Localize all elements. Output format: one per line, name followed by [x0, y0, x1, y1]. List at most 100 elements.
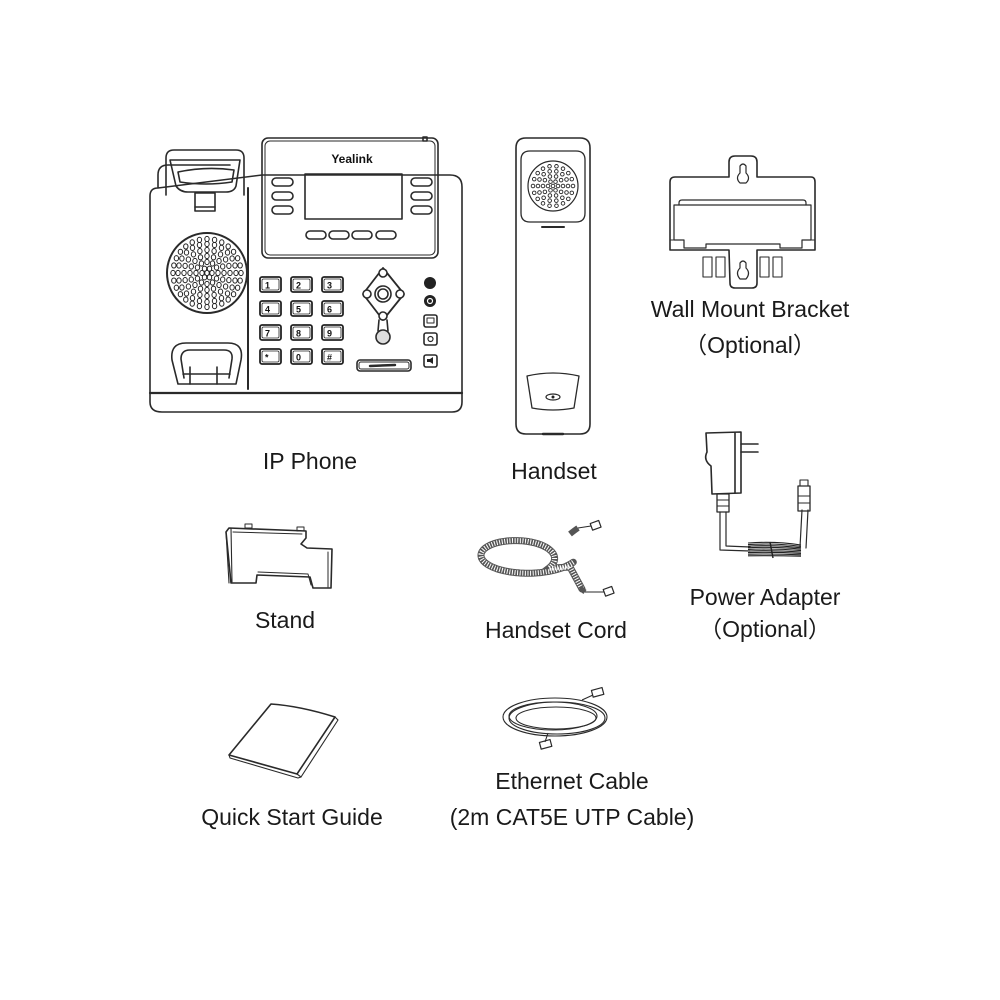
grille-hole [210, 285, 217, 292]
grille-hole [221, 269, 227, 277]
earpiece-hole [548, 179, 553, 184]
earpiece-hole [548, 188, 553, 193]
grille-hole [171, 262, 177, 269]
wall-mount-bracket-note: （Optional） [684, 332, 816, 358]
grille-hole [209, 260, 216, 267]
coiled-cord [477, 525, 587, 594]
grille-hole [224, 249, 231, 256]
earpiece-hole [566, 170, 571, 176]
grille-hole [237, 262, 243, 269]
grille-hole [206, 265, 213, 272]
function-keys [423, 277, 438, 368]
earpiece-hole [542, 177, 548, 183]
grille-hole [222, 256, 229, 263]
grille-hole [198, 279, 205, 286]
grille-hole [171, 277, 177, 284]
grille-hole [230, 291, 237, 298]
grille-hole [183, 290, 190, 297]
earpiece-hole [560, 201, 566, 206]
grille-hole [237, 277, 243, 284]
grille-hole [224, 290, 231, 297]
earpiece-hole [569, 190, 575, 196]
earpiece-hole [555, 183, 561, 189]
grille-hole [173, 284, 180, 291]
grille-hole [192, 281, 198, 289]
grille-hole [173, 255, 180, 262]
grille-hole [217, 251, 224, 258]
grille-hole [217, 288, 224, 295]
grille-hole [188, 276, 194, 283]
grille-hole [226, 262, 232, 269]
keypad-key-label: 7 [265, 329, 270, 339]
grille-hole [229, 284, 235, 291]
earpiece-hole [547, 174, 553, 179]
keypad-key: 4 [259, 300, 282, 317]
earpiece-hole [554, 203, 559, 208]
earpiece-hole [545, 183, 551, 189]
grille-hole [211, 303, 218, 310]
grille-hole [216, 257, 222, 265]
grille-hole [234, 284, 241, 291]
keypad-key-label: 8 [296, 329, 301, 339]
grille-hole [196, 236, 203, 243]
grille-hole [209, 279, 216, 286]
keypad-key: 0 [290, 348, 313, 365]
grille-hole [234, 255, 241, 262]
grille-hole [197, 248, 203, 255]
keypad-key-label: # [327, 353, 332, 363]
grille-hole [187, 269, 193, 277]
bundle-strand [747, 545, 802, 549]
grille-hole [204, 286, 210, 294]
earpiece-hole [550, 183, 556, 189]
handset-cord-item: Handset Cord [0, 0, 627, 642]
grille-hole [185, 283, 192, 290]
grille-hole [201, 265, 208, 272]
power-adapter-note: （Optional） [699, 616, 831, 642]
speaker-grille [166, 232, 248, 314]
grille-hole [176, 262, 182, 269]
keypad-key: 7 [259, 324, 282, 341]
stand-label: Stand [254, 607, 316, 633]
grille-hole [226, 277, 232, 284]
earpiece-hole [537, 177, 542, 182]
grille-hole [220, 263, 226, 270]
grille-hole [179, 255, 185, 262]
grille-hole [211, 236, 218, 243]
earpiece-hole [554, 169, 559, 174]
grille-hole [190, 251, 197, 258]
earpiece-hole [535, 196, 540, 202]
power-adapter-label: Power Adapter [689, 584, 841, 610]
grille-hole [204, 292, 210, 300]
keypad-key-label: 9 [327, 329, 332, 339]
brand-logo: Yealink [331, 152, 373, 166]
earpiece-hole [547, 198, 552, 203]
grille-hole [216, 281, 222, 289]
grille-hole [213, 275, 220, 282]
grille-hole [183, 249, 190, 256]
keypad-key: 5 [290, 300, 313, 317]
grille-hole [232, 262, 238, 269]
earpiece-hole [570, 183, 576, 189]
grille-hole [230, 248, 237, 255]
earpiece-hole [537, 190, 542, 195]
earpiece-hole [560, 172, 565, 177]
keypad-key: 6 [321, 300, 344, 317]
grille-hole [204, 252, 210, 260]
handset-cord-label: Handset Cord [485, 617, 627, 643]
earpiece-hole [553, 188, 558, 193]
coiled-wire [747, 541, 802, 559]
earpiece-hole [558, 189, 564, 195]
grille-hole [197, 291, 203, 298]
grille-hole [182, 262, 188, 269]
earpiece-hole [540, 183, 546, 189]
grille-hole [206, 274, 213, 281]
keypad-key-label: 0 [296, 353, 301, 363]
grille-hole [233, 269, 239, 277]
grille-hole [197, 285, 204, 292]
keypad-key-label: 6 [327, 305, 332, 315]
grille-hole [204, 303, 210, 311]
